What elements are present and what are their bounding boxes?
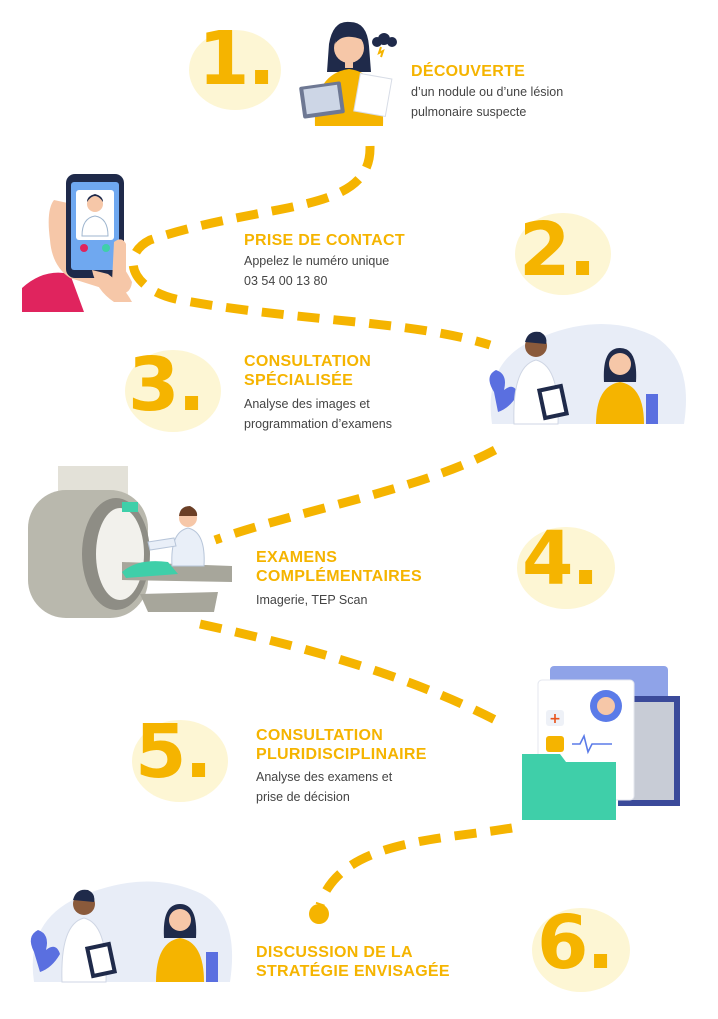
number-blob bbox=[189, 30, 281, 110]
step-title: PRISE DE CONTACT bbox=[244, 232, 405, 249]
step-title: CONSULTATION SPÉCIALISÉE bbox=[244, 353, 372, 389]
smartphone-call-icon bbox=[22, 174, 132, 312]
number-blob bbox=[515, 213, 611, 295]
medical-file-icon: + bbox=[522, 666, 680, 820]
woman-reading-results-icon bbox=[299, 21, 397, 126]
step-description: d’un nodule ou d’une lésion pulmonaire s… bbox=[411, 85, 564, 119]
step-title: CONSULTATION PLURIDISCIPLINAIRE bbox=[256, 727, 427, 763]
step-number: 1. bbox=[198, 16, 276, 102]
step-description: Analyse des images et programmation d’ex… bbox=[244, 397, 392, 431]
path-end-dot bbox=[309, 904, 329, 924]
doctor-patient-discussion-icon bbox=[30, 881, 233, 983]
step-number: 5. bbox=[135, 709, 213, 795]
step-title: DISCUSSION DE LA STRATÉGIE ENVISAGÉE bbox=[256, 944, 450, 980]
step-number: 2. bbox=[519, 207, 597, 293]
number-blob bbox=[132, 720, 228, 802]
step-title: EXAMENS COMPLÉMENTAIRES bbox=[256, 549, 422, 585]
step-title: DÉCOUVERTE bbox=[411, 63, 526, 80]
step-number: 4. bbox=[522, 516, 600, 602]
step-description: Appelez le numéro unique 03 54 00 13 80 bbox=[244, 254, 390, 288]
step-number: 3. bbox=[128, 342, 206, 428]
svg-text:+: + bbox=[549, 711, 561, 727]
number-blob bbox=[532, 908, 630, 992]
number-blob bbox=[125, 350, 221, 432]
mri-scanner-icon bbox=[28, 466, 232, 618]
number-blob bbox=[517, 527, 615, 609]
step-description: Imagerie, TEP Scan bbox=[256, 593, 368, 607]
step-description: Analyse des examens et prise de décision bbox=[256, 770, 393, 804]
doctor-patient-consultation-icon bbox=[489, 324, 686, 425]
step-number: 6. bbox=[537, 900, 615, 986]
